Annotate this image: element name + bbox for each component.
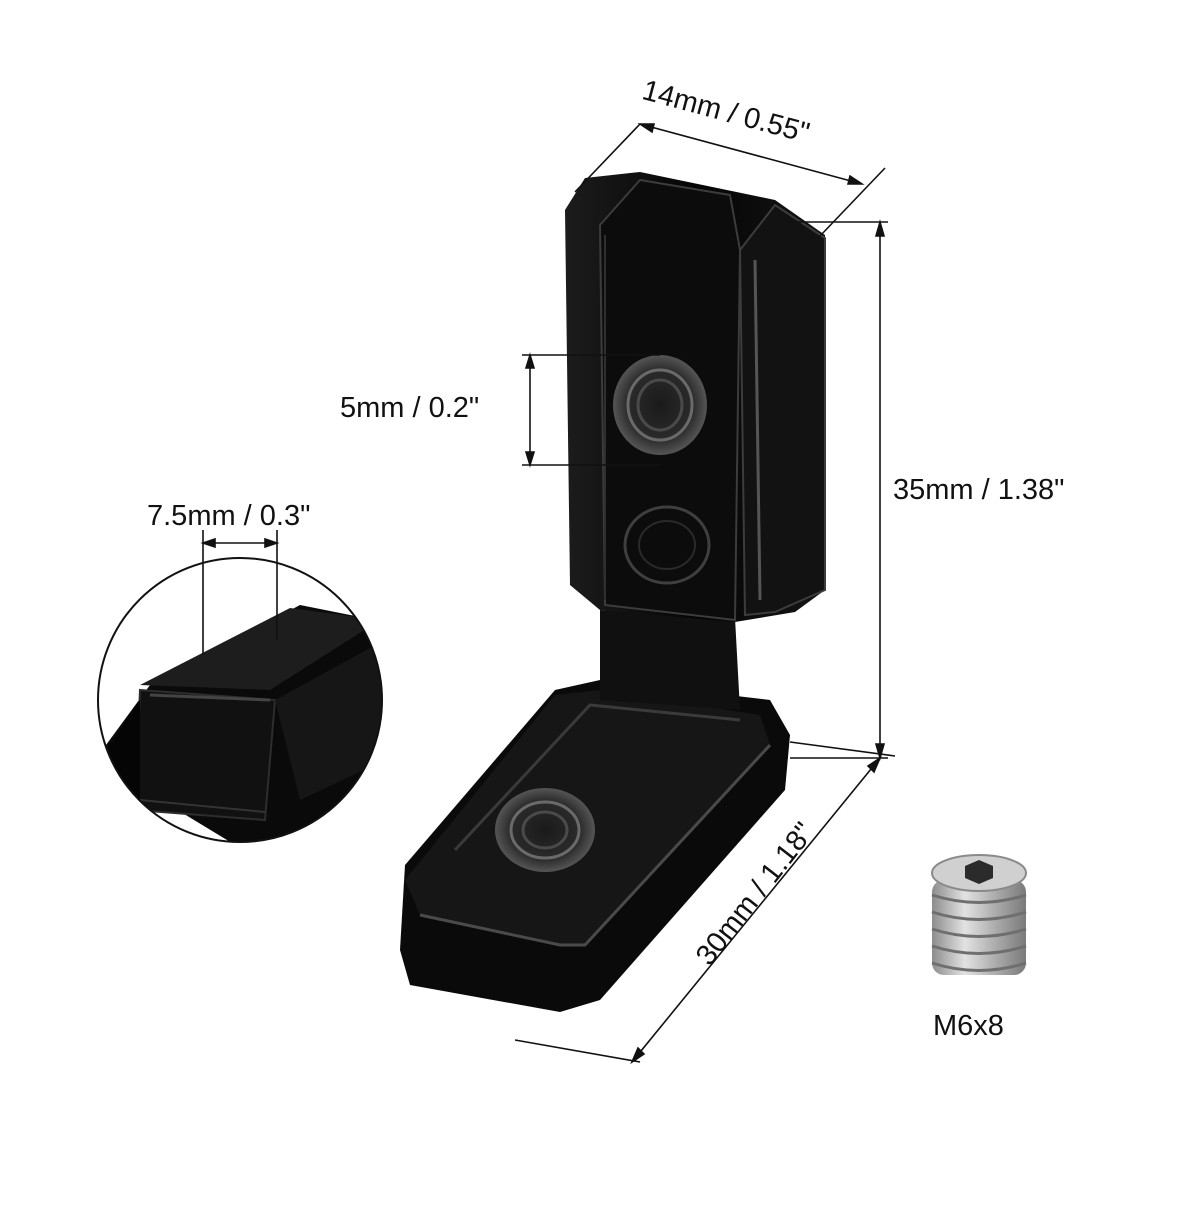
dimension-height-label: 35mm / 1.38" (893, 474, 1065, 506)
bracket-upright (600, 610, 740, 710)
set-screw (931, 854, 1027, 975)
zoom-detail (97, 557, 383, 843)
screw-size-label: M6x8 (933, 1010, 1004, 1042)
dimension-hole-label: 5mm / 0.2" (340, 392, 480, 424)
threaded-hole-lower (495, 788, 595, 872)
dimension-lines (200, 123, 896, 1065)
l-bracket (400, 172, 826, 1012)
dimple (623, 505, 711, 585)
hex-socket (965, 860, 993, 884)
dimension-rail-width-label: 7.5mm / 0.3" (147, 500, 311, 532)
